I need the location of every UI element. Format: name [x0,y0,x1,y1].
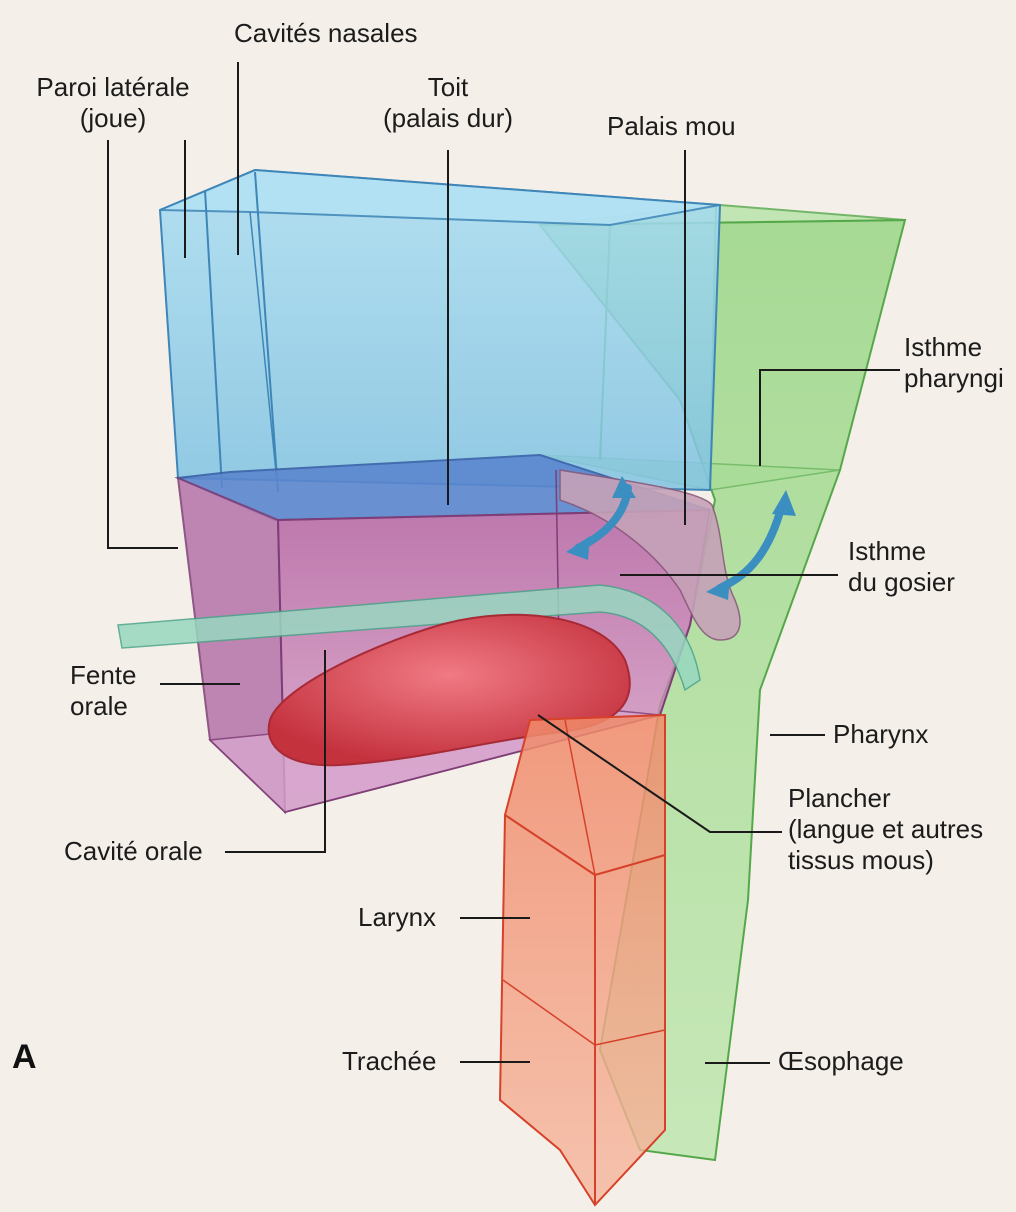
larynx-trachea-region [500,715,665,1205]
label-fente-orale: Fente orale [70,660,137,722]
label-paroi-laterale-line1: Paroi latérale [22,72,204,103]
label-oesophage: Œsophage [778,1046,904,1077]
label-fente-orale-line2: orale [70,691,137,722]
label-pharynx: Pharynx [833,719,928,750]
label-plancher-line3: tissus mous) [788,845,983,876]
label-plancher-line2: (langue et autres [788,814,983,845]
label-cavites-nasales: Cavités nasales [234,18,418,49]
label-plancher: Plancher (langue et autres tissus mous) [788,783,983,876]
label-paroi-laterale: Paroi latérale (joue) [22,72,204,134]
label-toit-line1: Toit [368,72,528,103]
figure-panel-letter: A [12,1038,37,1077]
label-paroi-laterale-line2: (joue) [22,103,204,134]
label-isthme-gosier-line2: du gosier [848,567,955,598]
label-fente-orale-line1: Fente [70,660,137,691]
nasal-cavity-region [160,170,720,520]
label-cavite-orale: Cavité orale [64,836,203,867]
label-larynx: Larynx [358,902,436,933]
label-isthme-pharyngien-line2: pharyngi [904,363,1004,394]
label-toit-line2: (palais dur) [368,103,528,134]
label-isthme-gosier: Isthme du gosier [848,536,955,598]
label-trachee: Trachée [342,1046,436,1077]
label-isthme-pharyngien-line1: Isthme [904,332,1004,363]
label-toit: Toit (palais dur) [368,72,528,134]
label-isthme-pharyngien: Isthme pharyngi [904,332,1004,394]
label-isthme-gosier-line1: Isthme [848,536,955,567]
label-plancher-line1: Plancher [788,783,983,814]
label-palais-mou: Palais mou [607,111,736,142]
